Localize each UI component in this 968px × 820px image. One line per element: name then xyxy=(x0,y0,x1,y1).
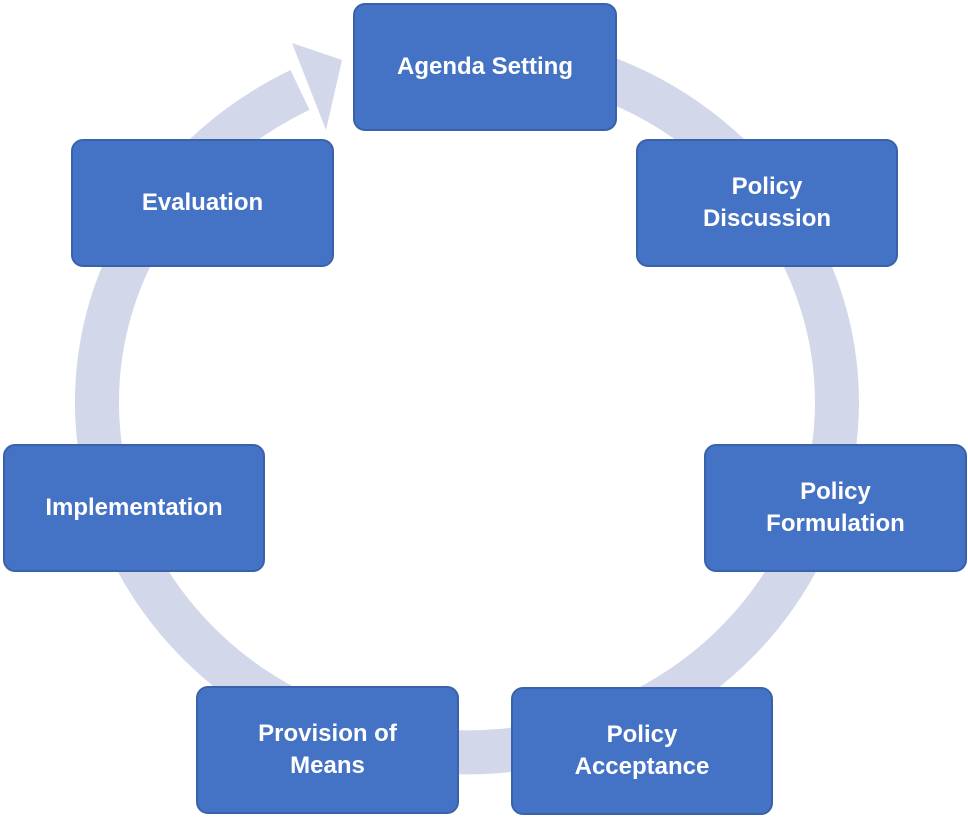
step-implementation: Implementation xyxy=(3,444,265,572)
cycle-arrowhead xyxy=(292,43,342,130)
step-agenda-setting: Agenda Setting xyxy=(353,3,617,131)
step-policy-formulation: Policy Formulation xyxy=(704,444,967,572)
step-label: Policy Formulation xyxy=(766,478,905,537)
step-policy-acceptance: Policy Acceptance xyxy=(511,687,773,815)
step-provision-of-means: Provision of Means xyxy=(196,686,459,814)
step-label: Provision of Means xyxy=(258,720,397,779)
step-evaluation: Evaluation xyxy=(71,139,334,267)
step-label: Implementation xyxy=(45,494,223,521)
step-label: Policy Acceptance xyxy=(574,721,710,780)
step-policy-discussion: Policy Discussion xyxy=(636,139,898,267)
step-label: Agenda Setting xyxy=(396,53,573,80)
step-label: Evaluation xyxy=(141,189,264,216)
step-label: Policy Discussion xyxy=(702,173,832,232)
cycle-arc xyxy=(75,49,859,775)
